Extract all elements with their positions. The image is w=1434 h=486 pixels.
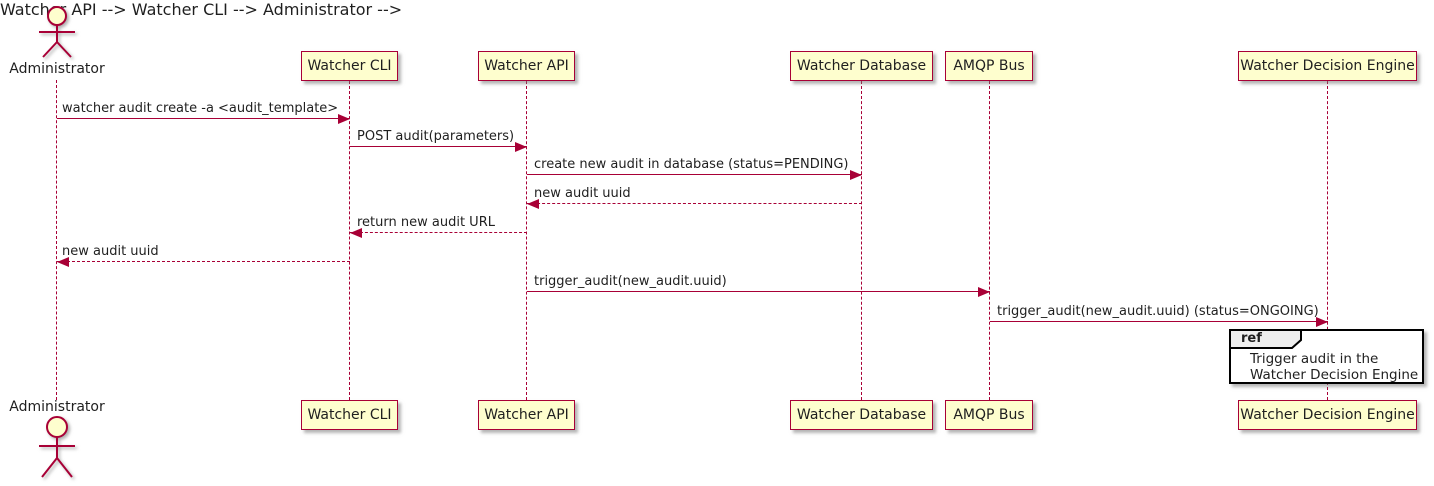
participant-watcher-api-bottom: Watcher API (478, 400, 575, 430)
message-4-line (527, 203, 862, 204)
participant-watcher-cli-bottom: Watcher CLI (301, 400, 398, 430)
ref-tab-icon (1229, 329, 1302, 349)
actor-icon (39, 6, 75, 58)
lifeline-watcher-decision-engine (1327, 81, 1328, 400)
ref-text-line2: Watcher Decision Engine (1250, 367, 1419, 383)
participant-watcher-cli-top: Watcher CLI (301, 51, 398, 81)
participant-label: Watcher Decision Engine (1240, 407, 1415, 423)
ref-text-line1: Trigger audit in the (1250, 351, 1379, 367)
participant-label: Watcher Decision Engine (1240, 58, 1415, 74)
lifeline-watcher-api (526, 81, 527, 400)
message-8-line (990, 321, 1328, 322)
message-2-line (350, 146, 527, 147)
participant-label: Watcher API (484, 407, 569, 423)
participant-label: AMQP Bus (953, 407, 1025, 423)
ref-frame: ref Trigger audit in the Watcher Decisio… (1229, 329, 1424, 384)
message-7-label: trigger_audit(new_audit.uuid) (534, 274, 727, 289)
actor-icon (39, 416, 75, 478)
participant-watcher-database-top: Watcher Database (790, 51, 933, 81)
participant-label: Watcher API (484, 58, 569, 74)
lifeline-watcher-cli (349, 81, 350, 400)
participant-amqp-bus-top: AMQP Bus (945, 51, 1033, 81)
participant-watcher-api-top: Watcher API (478, 51, 575, 81)
message-8-label: trigger_audit(new_audit.uuid) (status=ON… (997, 304, 1319, 319)
participant-watcher-decision-engine-top: Watcher Decision Engine (1238, 51, 1417, 81)
participant-label: AMQP Bus (953, 58, 1025, 74)
actor-label-administrator-bottom: Administrator (9, 399, 105, 415)
message-6-line (57, 261, 350, 262)
message-1-line (57, 118, 350, 119)
participant-watcher-decision-engine-bottom: Watcher Decision Engine (1238, 400, 1417, 430)
arrowhead-right-icon (338, 114, 350, 124)
message-4-label: new audit uuid (534, 186, 631, 201)
lifeline-watcher-database (861, 81, 862, 400)
lifeline-administrator (56, 80, 57, 400)
message-6-label: new audit uuid (62, 244, 159, 259)
arrowhead-right-icon (850, 170, 862, 180)
participant-label: Watcher CLI (307, 407, 392, 423)
participant-label: Watcher Database (796, 407, 927, 423)
actor-label-administrator-top: Administrator (9, 61, 105, 77)
ref-keyword: ref (1241, 331, 1262, 346)
arrowhead-left-icon (350, 228, 362, 238)
message-3-label: create new audit in database (status=PEN… (534, 157, 849, 172)
lifeline-amqp-bus (989, 81, 990, 400)
message-3-line (527, 174, 862, 175)
message-7-line (527, 291, 990, 292)
arrowhead-left-icon (57, 257, 69, 267)
arrowhead-right-icon (978, 287, 990, 297)
participant-amqp-bus-bottom: AMQP Bus (945, 400, 1033, 430)
message-5-label: return new audit URL (357, 215, 495, 230)
arrowhead-right-icon (1316, 317, 1328, 327)
arrowhead-right-icon (515, 142, 527, 152)
arrowhead-left-icon (527, 199, 539, 209)
message-2-label: POST audit(parameters) (357, 129, 515, 144)
participant-label: Watcher Database (796, 58, 927, 74)
message-1-label: watcher audit create -a <audit_template> (62, 101, 339, 116)
message-5-line (350, 232, 527, 233)
participant-label: Watcher CLI (307, 58, 392, 74)
participant-watcher-database-bottom: Watcher Database (790, 400, 933, 430)
